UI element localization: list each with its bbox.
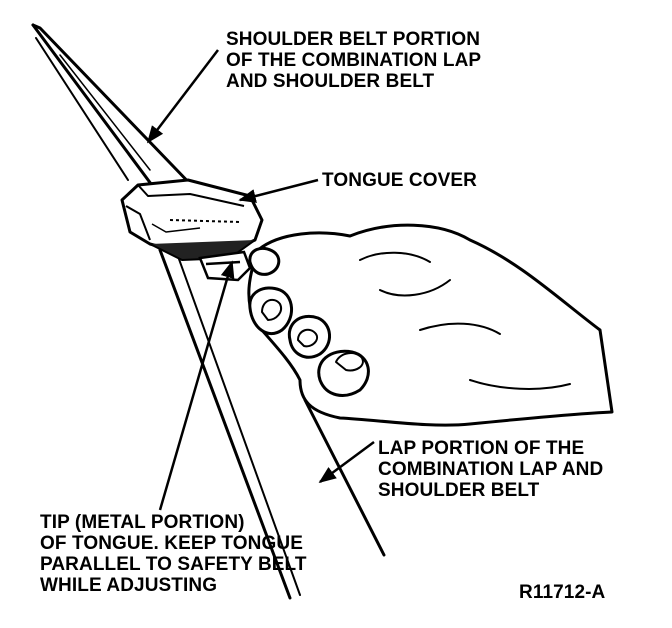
lap-belt — [158, 247, 386, 600]
label-shoulder-belt-line-2: OF THE COMBINATION LAP — [226, 50, 482, 71]
label-shoulder-belt: SHOULDER BELT PORTION OF THE COMBINATION… — [226, 29, 481, 92]
tongue-tip — [198, 250, 252, 282]
label-shoulder-belt-line-1: SHOULDER BELT PORTION — [226, 29, 481, 50]
label-tip-line-3: PARALLEL TO SAFETY BELT — [40, 554, 307, 575]
label-tongue-cover-text: TONGUE COVER — [322, 170, 477, 191]
label-lap-portion-line-1: LAP PORTION OF THE — [378, 438, 585, 459]
figure-id: R11712-A — [519, 582, 605, 603]
shoulder-belt — [31, 23, 200, 198]
label-lap-portion-line-3: SHOULDER BELT — [378, 480, 540, 501]
label-tip: TIP (METAL PORTION) OF TONGUE. KEEP TONG… — [40, 512, 307, 596]
hand — [247, 223, 614, 427]
label-tip-line-2: OF TONGUE. KEEP TONGUE — [40, 533, 303, 554]
arrow-lap-portion — [318, 440, 375, 484]
arrow-tip — [158, 260, 235, 511]
label-lap-portion: LAP PORTION OF THE COMBINATION LAP AND S… — [378, 438, 603, 501]
leader-lines — [146, 49, 375, 511]
label-tip-line-4: WHILE ADJUSTING — [40, 575, 218, 596]
figure-id-text: R11712-A — [519, 582, 606, 603]
tongue-cover — [120, 178, 264, 261]
label-tongue-cover: TONGUE COVER — [322, 170, 477, 191]
label-tip-line-1: TIP (METAL PORTION) — [40, 512, 245, 533]
label-shoulder-belt-line-3: AND SHOULDER BELT — [226, 71, 435, 92]
arrow-tongue-cover — [238, 178, 319, 203]
arrow-shoulder-belt — [146, 49, 219, 144]
label-lap-portion-line-2: COMBINATION LAP AND — [378, 459, 604, 480]
